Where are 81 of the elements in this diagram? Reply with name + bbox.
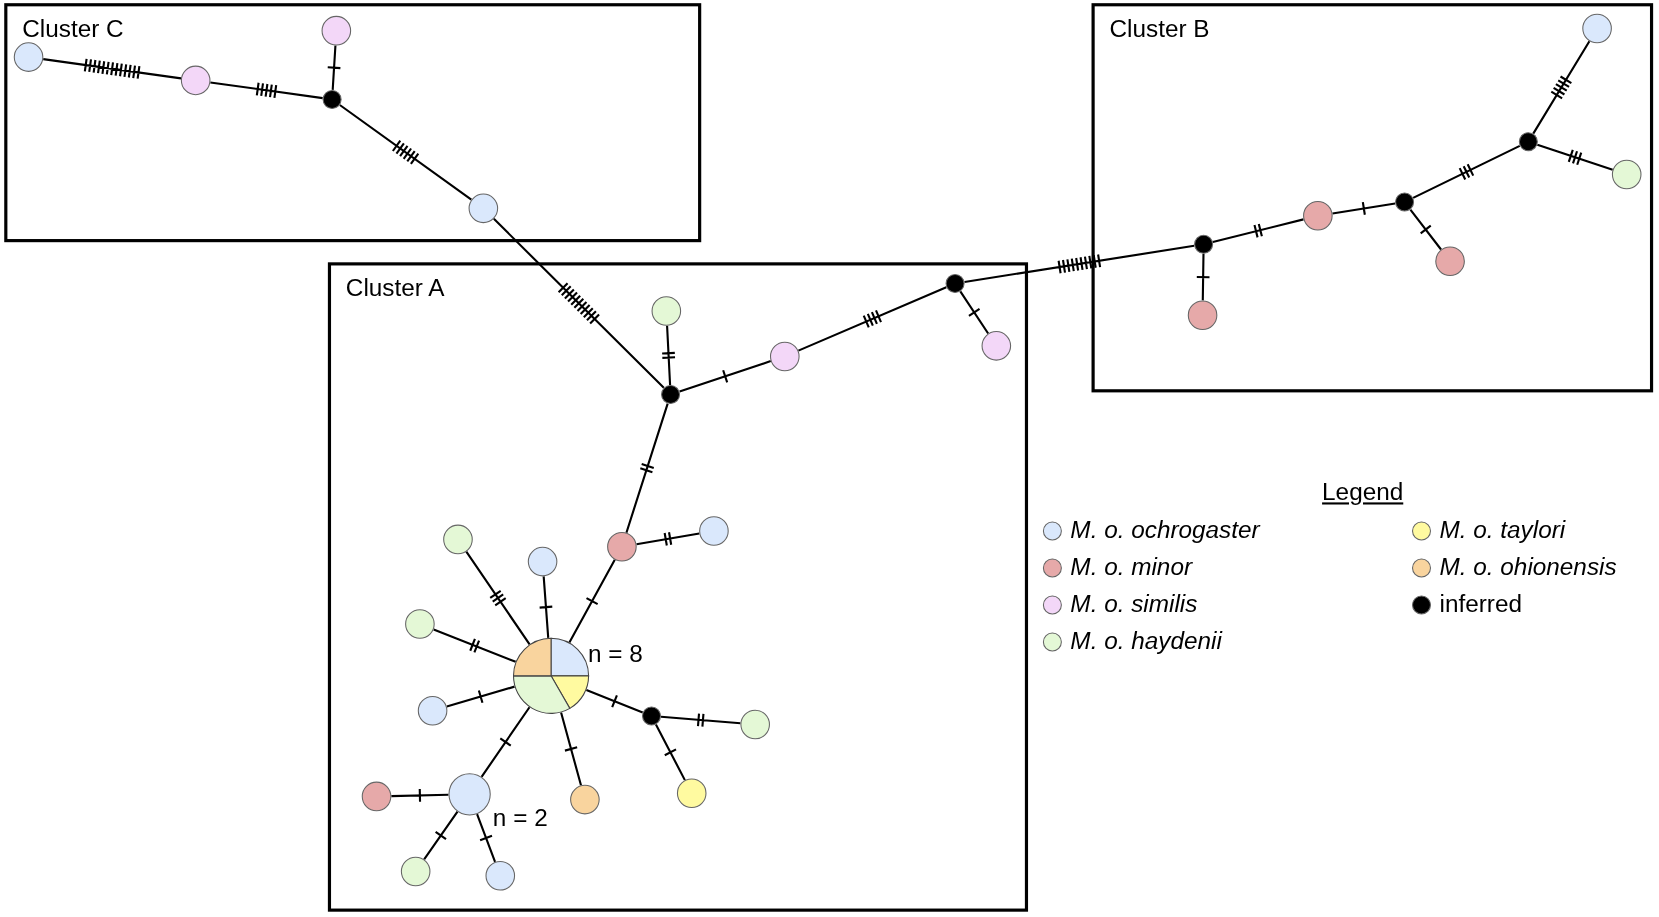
cluster-label: Cluster B — [1109, 14, 1210, 44]
network-edge — [1412, 144, 1521, 199]
network-edge — [538, 575, 554, 639]
inferred-dot — [322, 89, 342, 109]
haplotype-circle — [699, 516, 729, 546]
network-edge — [797, 286, 948, 352]
haplotype-pie — [512, 637, 590, 714]
count-label: n = 2 — [492, 803, 548, 833]
inferred-dot — [661, 385, 681, 405]
network-edge — [1195, 252, 1211, 302]
legend-label: M. o. taylori — [1439, 516, 1566, 545]
network-edge — [635, 531, 701, 547]
legend-label: M. o. minor — [1070, 553, 1193, 582]
count-label: n = 8 — [588, 639, 643, 669]
haplotype-circle — [485, 860, 516, 891]
network-edge — [678, 360, 772, 393]
cluster-frame — [4, 3, 702, 243]
legend-label: inferred — [1439, 590, 1522, 619]
network-edge — [1211, 218, 1305, 244]
haplotype-circle — [1303, 200, 1333, 231]
haplotype-circle — [651, 296, 682, 326]
legend-label: M. o. haydenii — [1070, 627, 1222, 656]
haplotype-circle — [468, 193, 499, 224]
network-edge — [432, 628, 517, 663]
haplotype-circle — [448, 773, 491, 816]
haplotype-circle — [321, 15, 352, 46]
cluster-label: Cluster A — [345, 273, 445, 303]
legend-label: M. o. ochrogaster — [1070, 516, 1260, 545]
network-edge — [42, 57, 183, 80]
cluster-frame — [1091, 3, 1654, 393]
haplotype-circle — [405, 609, 435, 639]
haplotype-circle — [770, 341, 800, 372]
network-edge — [209, 81, 324, 100]
haplotype-circle — [1435, 246, 1465, 277]
haplotype-circle — [607, 532, 637, 562]
haplotype-circle — [527, 546, 558, 577]
haplotype-circle — [740, 709, 770, 740]
network-edge — [480, 706, 531, 778]
inferred-dot — [1395, 192, 1415, 212]
network-edge — [1536, 143, 1614, 171]
inferred-dot — [1518, 132, 1538, 152]
cluster-label: Cluster C — [22, 14, 124, 44]
network-edge — [963, 244, 1196, 284]
network-edge — [390, 788, 450, 803]
network-edge — [465, 550, 531, 646]
haplotype-circle — [180, 65, 211, 96]
network-edge — [560, 711, 583, 787]
haplotype-circle — [981, 331, 1012, 361]
haplotype-circle — [570, 784, 600, 815]
network-edge — [492, 217, 665, 389]
network-edge — [1409, 208, 1443, 251]
inferred-dot — [945, 273, 965, 293]
network-edge — [338, 103, 473, 201]
legend-title: Legend — [1322, 478, 1404, 507]
legend-label: M. o. similis — [1070, 590, 1198, 619]
network-edge — [659, 712, 742, 728]
haplotype-circle — [417, 695, 448, 726]
haplotype-circle — [1187, 300, 1218, 330]
network-edge — [423, 810, 459, 861]
cluster-frame — [327, 262, 1029, 912]
haplotype-circle — [443, 524, 473, 555]
network-edge — [959, 290, 990, 335]
haplotype-circle — [400, 856, 431, 887]
inferred-dot — [1194, 234, 1214, 254]
haplotype-circle — [13, 42, 44, 72]
network-edge — [661, 324, 677, 387]
haplotype-circle — [676, 778, 707, 809]
network-edge — [476, 813, 497, 863]
haplotype-circle — [1611, 159, 1642, 190]
network-edge — [585, 688, 644, 714]
haplotype-circle — [1582, 13, 1612, 44]
haplotype-circle — [361, 781, 392, 812]
inferred-dot — [642, 706, 662, 726]
network-edge — [654, 723, 686, 782]
network-edge — [326, 44, 342, 91]
network-edge — [1331, 201, 1397, 216]
legend-label: M. o. ohionensis — [1439, 553, 1617, 582]
network-edge — [568, 558, 616, 644]
network-edge — [445, 685, 516, 708]
network-edge — [1532, 40, 1591, 135]
network-edge — [625, 402, 669, 534]
